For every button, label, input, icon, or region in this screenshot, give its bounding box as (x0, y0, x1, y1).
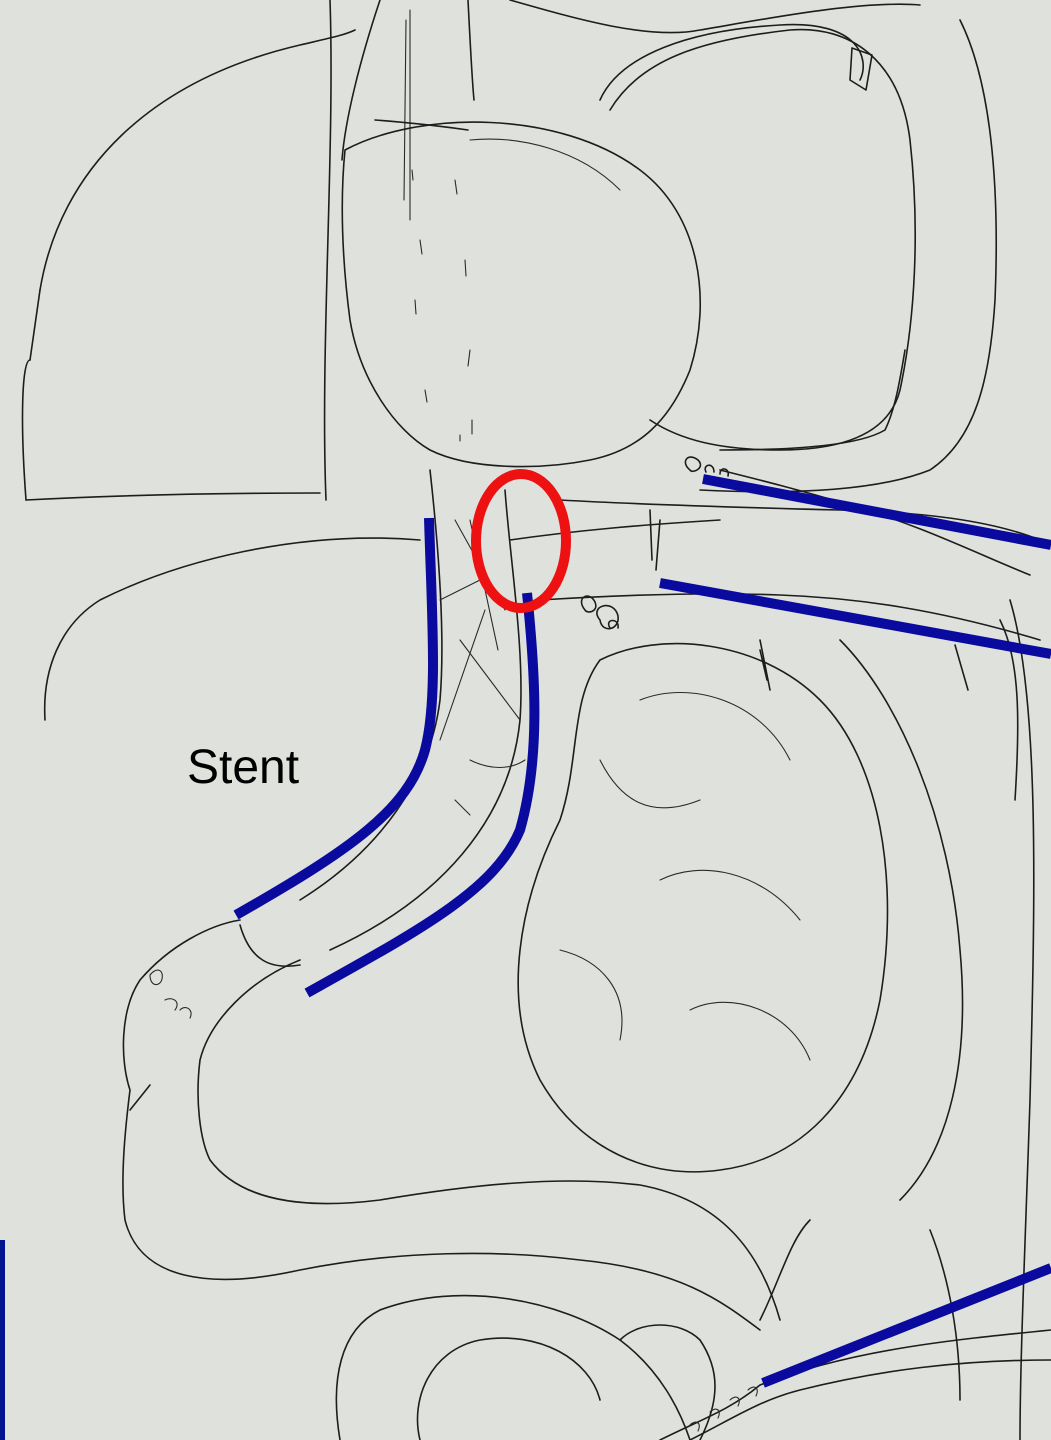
stent-label: Stent (187, 740, 299, 795)
left-edge-bar (0, 1240, 5, 1440)
